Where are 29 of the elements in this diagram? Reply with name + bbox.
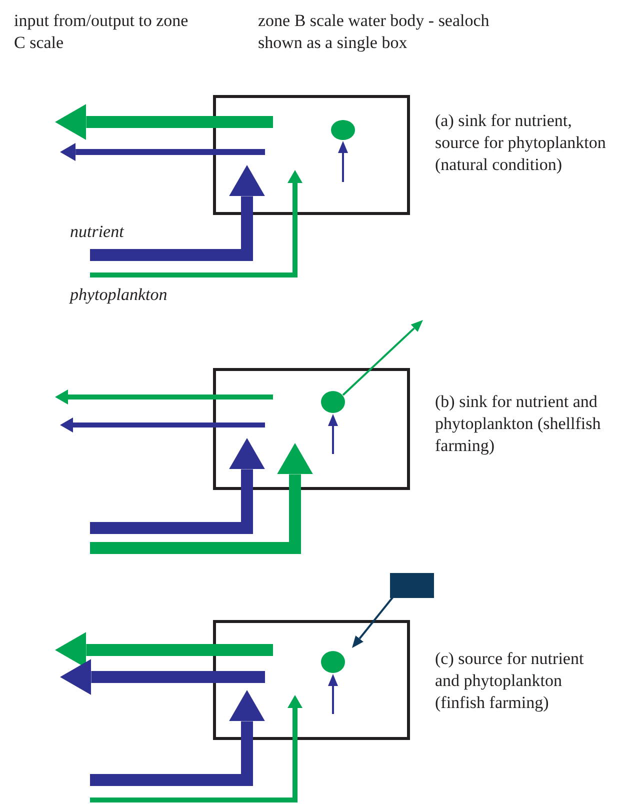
water-body-box — [213, 368, 410, 490]
arrow — [55, 390, 273, 404]
arrow — [90, 443, 313, 554]
arrow — [90, 438, 265, 534]
arrow — [90, 695, 302, 802]
panel-caption: (c) source for nutrient and phytoplankton (finfish farming) — [435, 648, 585, 714]
arrow — [60, 659, 265, 695]
panel-caption: (b) sink for nutrient and phytoplankton (shellfish farming) — [435, 391, 602, 457]
arrow — [352, 596, 394, 648]
arrow — [338, 141, 348, 182]
arrow — [90, 170, 302, 278]
arrow — [90, 165, 265, 261]
phytoplankton-ellipse — [331, 120, 355, 140]
arrow — [342, 320, 423, 396]
arrow — [55, 632, 273, 668]
arrow — [90, 690, 265, 786]
arrow — [328, 674, 338, 714]
farm-input-box — [390, 573, 434, 598]
phytoplankton-ellipse — [321, 651, 345, 673]
phytoplankton-ellipse — [321, 391, 345, 413]
arrow — [60, 418, 265, 432]
heading-text: input from/output to zone C scale — [14, 10, 190, 54]
heading-text: zone B scale water body - sealoch shown as a single box — [258, 10, 490, 54]
water-body-box — [213, 95, 410, 215]
arrow — [55, 104, 273, 140]
water-body-box — [213, 620, 410, 740]
panel-caption: (a) sink for nutrient, source for phytoplankton (natural condition) — [435, 110, 607, 176]
arrow — [328, 414, 338, 454]
arrow — [60, 143, 265, 161]
